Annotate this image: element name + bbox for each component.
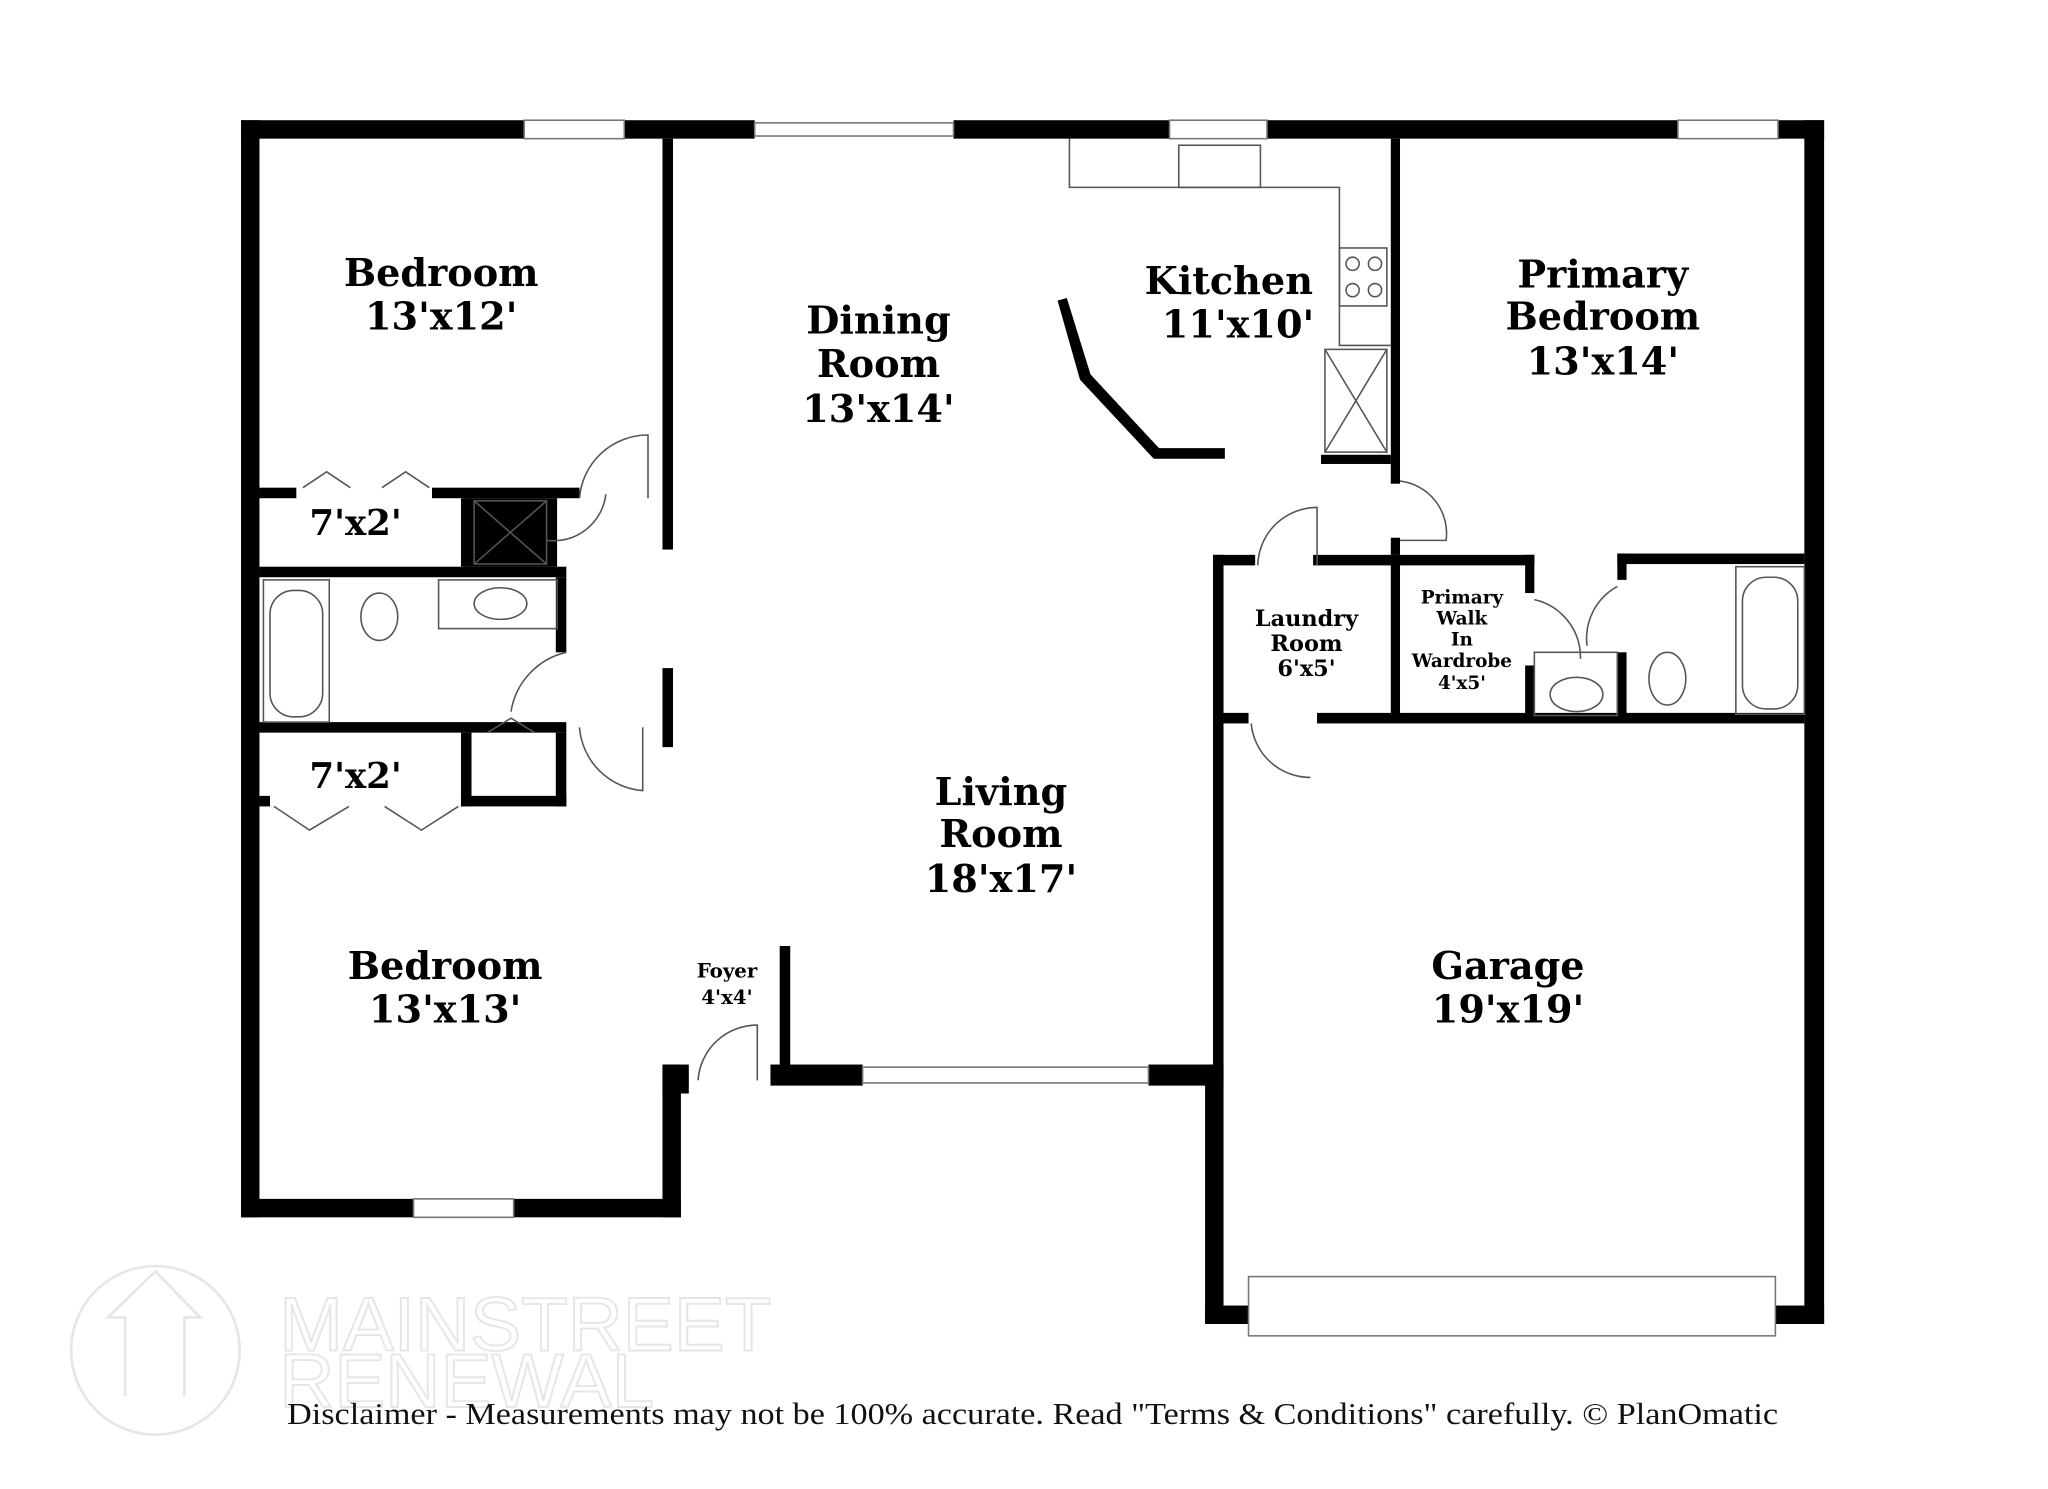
wardrobe-name2: Walk <box>1436 609 1489 630</box>
living-name1: Living <box>935 770 1068 815</box>
primary-bedroom-size: 13'x14' <box>1527 339 1679 384</box>
wardrobe-name4: Wardrobe <box>1411 651 1512 672</box>
dining-size: 13'x14' <box>802 387 954 432</box>
disclaimer-text: Disclaimer - Measurements may not be 100… <box>287 1397 1778 1431</box>
bedroom-top-name: Bedroom <box>344 251 539 296</box>
windows <box>412 119 1779 1337</box>
closet-top-size: 7'x2' <box>309 503 401 544</box>
bedroom-bottom-size: 13'x13' <box>369 987 521 1032</box>
walls <box>241 120 1825 1324</box>
laundry-name1: Laundry <box>1255 606 1359 632</box>
fixtures <box>262 138 1806 1081</box>
primary-bedroom-name1: Primary <box>1517 252 1690 297</box>
kitchen-name: Kitchen <box>1145 259 1313 304</box>
closet-bottom-size: 7'x2' <box>309 756 401 797</box>
dining-name2: Room <box>817 342 940 387</box>
garage-name: Garage <box>1431 944 1584 989</box>
garage-size: 19'x19' <box>1432 987 1584 1032</box>
room-labels: Bedroom 13'x12' 7'x2' 7'x2' Bedroom 13'x… <box>309 251 1700 1032</box>
watermark-line2: RENEWAL <box>279 1339 654 1424</box>
wardrobe-name3: In <box>1451 630 1473 651</box>
foyer-size: 4'x4' <box>701 985 752 1009</box>
laundry-name2: Room <box>1270 631 1342 657</box>
living-name2: Room <box>939 812 1062 857</box>
wardrobe-size: 4'x5' <box>1438 673 1486 694</box>
watermark-line1: MAINSTREET <box>279 1282 771 1367</box>
laundry-size: 6'x5' <box>1277 656 1335 682</box>
kitchen-size: 11'x10' <box>1162 303 1314 348</box>
foyer-name: Foyer <box>697 959 758 983</box>
wardrobe-name1: Primary <box>1421 588 1505 609</box>
dining-name1: Dining <box>806 299 950 344</box>
bedroom-top-size: 13'x12' <box>365 295 517 340</box>
living-size: 18'x17' <box>925 857 1077 902</box>
primary-bedroom-name2: Bedroom <box>1505 295 1700 340</box>
bedroom-bottom-name: Bedroom <box>348 944 543 989</box>
mainstreet-logo-watermark: MAINSTREET RENEWAL <box>69 1264 772 1436</box>
